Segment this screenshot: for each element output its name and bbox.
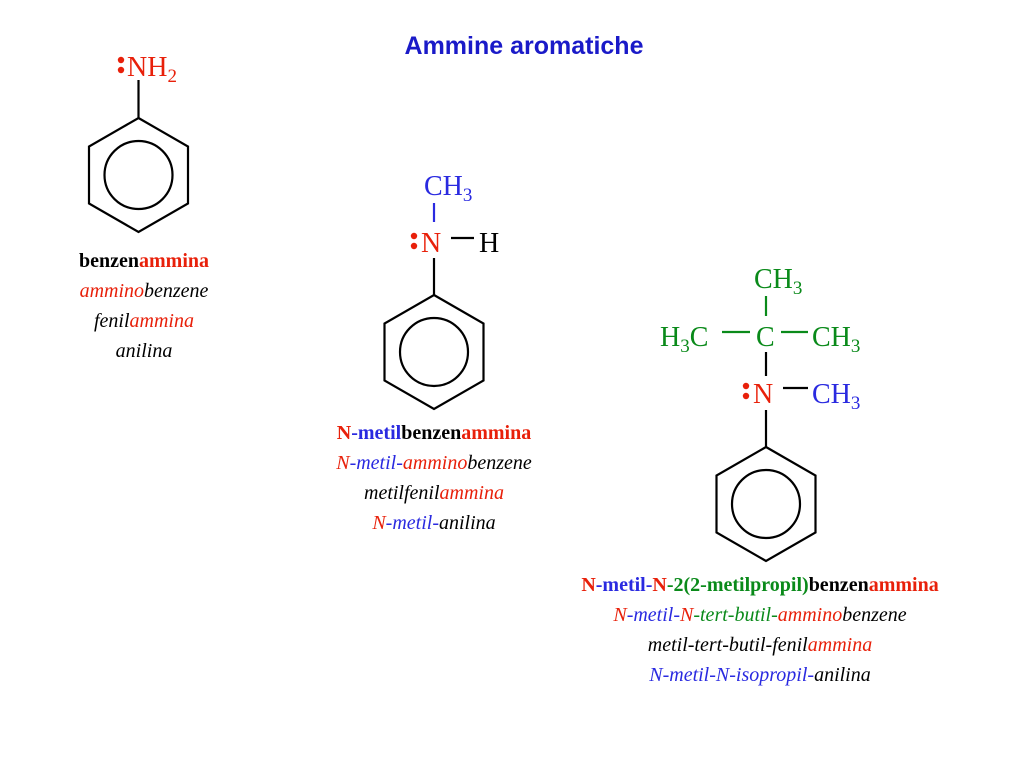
methyl-group: CH3 bbox=[424, 171, 472, 206]
nitrogen-atom: N bbox=[753, 379, 773, 410]
name-line: N-metil-anilina bbox=[284, 508, 584, 538]
name-segment: -2(2-metilpropil) bbox=[666, 574, 809, 596]
molecule-n-methylaniline: CH3 N H bbox=[383, 171, 499, 411]
name-segment: ammina bbox=[139, 250, 209, 272]
left-methyl-group: H3C bbox=[660, 322, 708, 357]
name-line: fenilammina bbox=[44, 306, 244, 336]
name-segment: -metil- bbox=[626, 604, 680, 626]
benzene-ring bbox=[715, 445, 817, 563]
name-segment: metil-tert-butil-fenil bbox=[647, 634, 808, 656]
name-line: metil-tert-butil-fenilammina bbox=[510, 630, 1010, 660]
name-line: benzenammina bbox=[44, 246, 244, 276]
name-segment: N bbox=[372, 512, 386, 534]
name-segment: -tert-butil- bbox=[693, 604, 778, 626]
molecule-aniline: NH2 bbox=[87, 52, 190, 234]
name-segment: benzene bbox=[467, 452, 532, 474]
nitrogen-atom: N bbox=[421, 228, 441, 259]
name-segment: ammino bbox=[402, 452, 468, 474]
name-segment: benzen bbox=[79, 250, 139, 272]
name-segment: fenil bbox=[94, 310, 130, 332]
name-segment: anilina bbox=[115, 340, 173, 362]
name-segment: N bbox=[581, 574, 596, 596]
name-segment: ammina bbox=[461, 422, 532, 444]
name-segment: N-metil-N-isopropil- bbox=[649, 664, 815, 686]
lone-pair bbox=[410, 232, 418, 250]
name-segment: ammino bbox=[777, 604, 843, 626]
name-segment: ammina bbox=[439, 482, 504, 504]
name-segment: N bbox=[336, 422, 352, 444]
benzene-ring bbox=[87, 116, 190, 234]
name-segment: benzene bbox=[144, 280, 209, 302]
name-segment: N bbox=[613, 604, 627, 626]
name-segment: metilfenil bbox=[364, 482, 440, 504]
name-segment: -metil- bbox=[385, 512, 439, 534]
name-line: amminobenzene bbox=[44, 276, 244, 306]
top-methyl-group: CH3 bbox=[754, 264, 802, 299]
name-segment: ammino bbox=[79, 280, 145, 302]
name-line: N-metil-N-2(2-metilpropil)benzenammina bbox=[510, 570, 1010, 600]
name-segment: -metil- bbox=[349, 452, 403, 474]
name-line: anilina bbox=[44, 336, 244, 366]
name-segment: N bbox=[336, 452, 350, 474]
name-segment: N bbox=[652, 574, 667, 596]
name-segment: ammina bbox=[129, 310, 194, 332]
name-segment: benzen bbox=[401, 422, 462, 444]
name-segment: anilina bbox=[814, 664, 871, 686]
amine-group: NH2 bbox=[127, 52, 177, 87]
name-segment: -metil- bbox=[595, 574, 653, 596]
name-line: N-metil-amminobenzene bbox=[284, 448, 584, 478]
molecule-n-methyl-n-tert-butylaniline: CH3 H3C C CH3 N CH3 bbox=[660, 264, 860, 563]
name-line: metilfenilammina bbox=[284, 478, 584, 508]
name-segment: benzene bbox=[842, 604, 907, 626]
name-line: N-metil-N-isopropil-anilina bbox=[510, 660, 1010, 690]
name-segment: benzen bbox=[808, 574, 869, 596]
name-segment: anilina bbox=[438, 512, 496, 534]
benzene-ring bbox=[383, 293, 485, 411]
name-segment: ammina bbox=[868, 574, 939, 596]
name-line: N-metil-N-tert-butil-amminobenzene bbox=[510, 600, 1010, 630]
page-title: Ammine aromatiche bbox=[404, 32, 644, 60]
hydrogen-atom: H bbox=[479, 228, 499, 259]
n-methyl-group: CH3 bbox=[812, 379, 860, 414]
lone-pair bbox=[742, 382, 750, 400]
name-line: N-metilbenzenammina bbox=[284, 418, 584, 448]
name-segment: -metil bbox=[351, 422, 402, 444]
lone-pair bbox=[117, 56, 125, 74]
name-segment: N bbox=[680, 604, 694, 626]
central-carbon: C bbox=[756, 322, 775, 353]
name-segment: ammina bbox=[807, 634, 873, 656]
right-methyl-group: CH3 bbox=[812, 322, 860, 357]
